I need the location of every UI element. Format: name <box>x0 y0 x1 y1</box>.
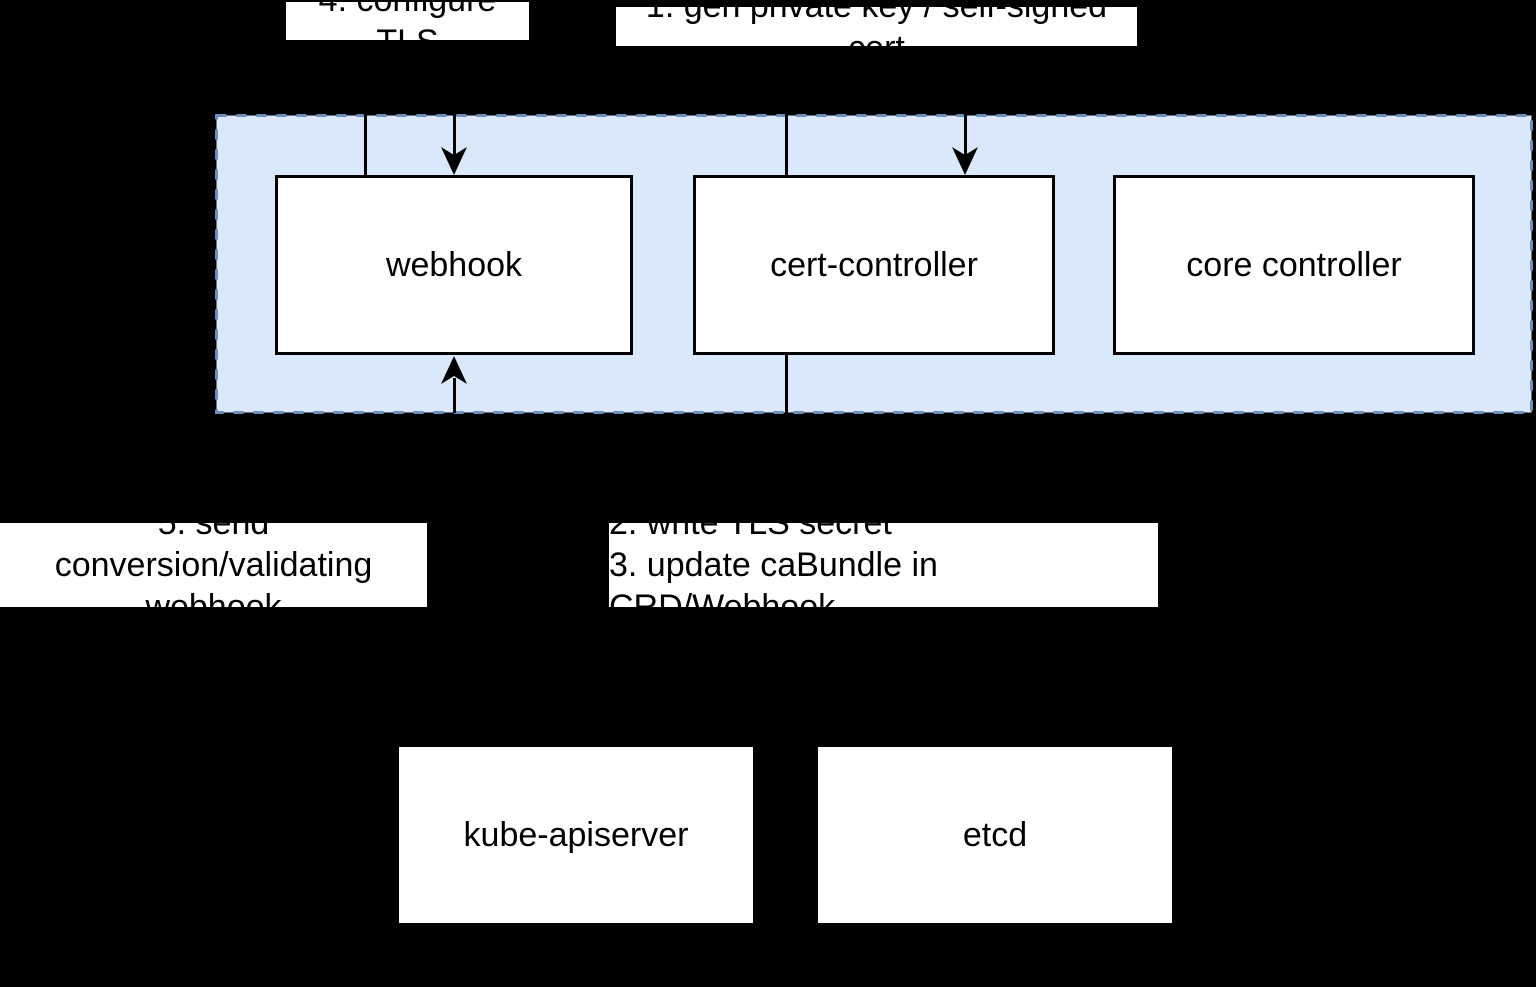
step23-annotation-line2: 3. update caBundle in CRD/Webhook <box>609 546 938 626</box>
arrow-line-into-cert-controller-top <box>964 114 967 156</box>
step5-annotation-line2: webhook <box>145 588 282 626</box>
step4-annotation: 4. configure TLS <box>286 0 529 61</box>
kube-apiserver-node: kube-apiserver <box>399 747 753 923</box>
line-from-cert-controller-bottom <box>785 355 788 413</box>
webhook-node-label: webhook <box>385 245 523 284</box>
etcd-node-label: etcd <box>962 815 1028 854</box>
step1-annotation-text: 1. gen private key / self-signed cert <box>645 0 1108 67</box>
arrow-line-into-webhook-top <box>453 114 456 156</box>
step23-annotation-line1: 2. write TLS secret <box>609 504 892 542</box>
kube-apiserver-node-label: kube-apiserver <box>463 815 689 854</box>
arrow-down-icon <box>441 147 467 175</box>
arrow-up-icon <box>441 356 467 384</box>
step4-annotation-text: 4. configure TLS <box>318 0 497 61</box>
step23-annotation: 2. write TLS secret 3. update caBundle i… <box>609 504 1158 626</box>
line-into-cert-controller-top <box>785 114 788 175</box>
core-controller-node-label: core controller <box>1186 245 1402 284</box>
etcd-node: etcd <box>818 747 1172 923</box>
line-into-webhook-top <box>364 114 367 175</box>
cert-controller-node-label: cert-controller <box>770 245 978 284</box>
webhook-node: webhook <box>275 175 633 355</box>
step5-annotation: 5. send conversion/validating webhook <box>0 504 427 626</box>
arrow-line-into-webhook-bottom <box>453 378 456 413</box>
arrow-down-icon <box>952 147 978 175</box>
step5-annotation-line1: 5. send conversion/validating <box>54 504 373 584</box>
step1-annotation: 1. gen private key / self-signed cert <box>616 0 1137 67</box>
cert-controller-node: cert-controller <box>693 175 1055 355</box>
core-controller-node: core controller <box>1113 175 1475 355</box>
